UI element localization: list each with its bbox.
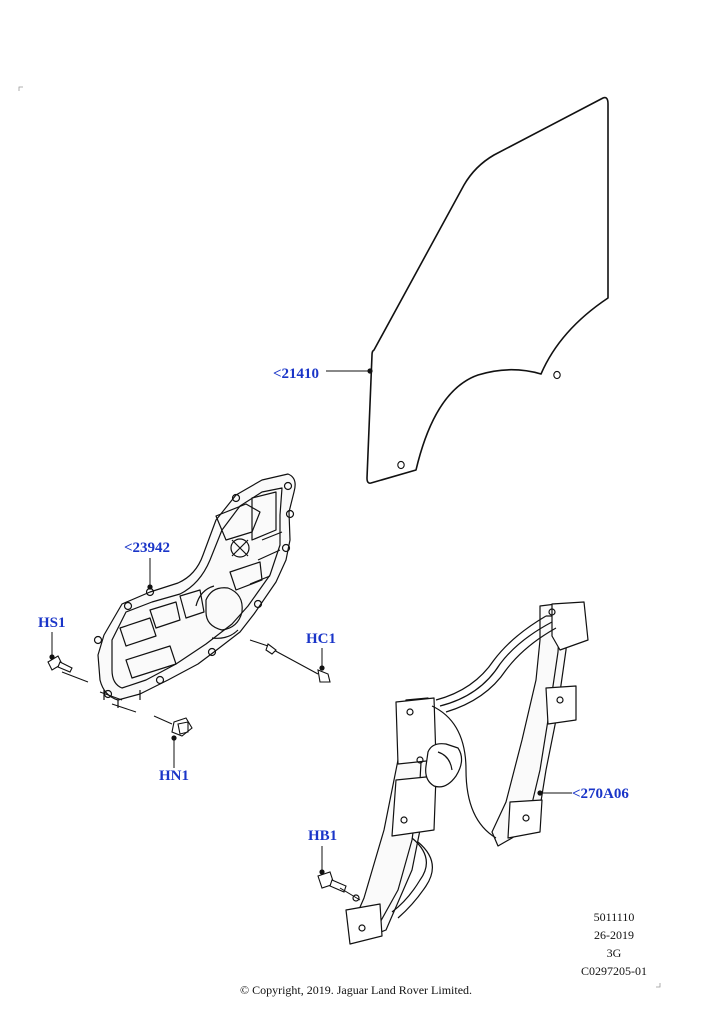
crop-mark-bottom-right	[656, 983, 661, 988]
leader-dots	[49, 368, 543, 875]
screw-hc1[interactable]	[265, 643, 331, 683]
callout-glass[interactable]: <21410	[273, 366, 320, 382]
nut-hn1[interactable]	[171, 717, 193, 737]
crop-mark-top-left	[18, 86, 23, 91]
callout-hn1[interactable]: HN1	[159, 768, 189, 784]
callout-hb1[interactable]: HB1	[308, 828, 338, 844]
leader-lines	[51, 370, 572, 901]
door-glass[interactable]	[366, 96, 609, 484]
ref-line-1: 5011110	[593, 910, 635, 924]
callout-hs1[interactable]: HS1	[38, 615, 66, 631]
ref-line-2: 26-2019	[594, 928, 634, 942]
window-regulator[interactable]	[345, 601, 589, 945]
door-module-carrier[interactable]	[93, 473, 296, 708]
callout-module[interactable]: <23942	[124, 540, 171, 556]
ref-line-3: 3G	[606, 946, 622, 960]
callout-hc1[interactable]: HC1	[306, 631, 336, 647]
copyright-notice: © Copyright, 2019. Jaguar Land Rover Lim…	[239, 983, 473, 997]
callout-regulator[interactable]: <270A06	[572, 786, 629, 802]
screw-hs1[interactable]	[47, 655, 73, 673]
ref-line-4: C0297205-01	[581, 964, 647, 978]
